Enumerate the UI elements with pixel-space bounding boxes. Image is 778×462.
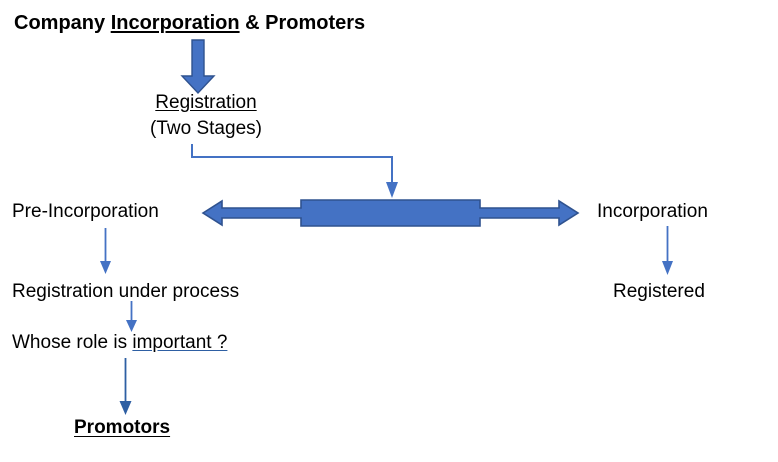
promotors-down-arrow-icon	[118, 358, 134, 418]
node-pre-incorporation: Pre-Incorporation	[12, 201, 159, 222]
double-headed-arrow-icon	[198, 196, 588, 236]
process-down-arrow-icon	[124, 301, 140, 335]
node-registered: Registered	[613, 281, 705, 302]
incorporation-down-arrow-icon	[660, 226, 676, 278]
node-promotors: Promotors	[74, 417, 171, 438]
pre-incorporation-down-arrow-icon	[98, 228, 114, 276]
node-registration-label: Registration	[155, 92, 257, 113]
node-registration: Registration	[131, 92, 281, 114]
node-whose-role: Whose role is important ?	[12, 332, 227, 354]
node-whose-role-emphasis: important ?	[132, 332, 228, 353]
title-prefix: Company	[14, 12, 111, 34]
bracket-connector-icon	[186, 142, 406, 206]
node-incorporation: Incorporation	[597, 201, 708, 222]
thick-down-arrow-icon	[178, 39, 218, 95]
node-registration-subtitle: (Two Stages)	[150, 118, 262, 139]
title-suffix: & Promoters	[239, 12, 366, 34]
node-whose-role-prefix: Whose role is	[12, 332, 133, 353]
page-title: Company Incorporation & Promoters	[14, 12, 365, 35]
node-registration-under-process: Registration under process	[12, 281, 240, 302]
title-underlined-word: Incorporation	[110, 12, 240, 34]
